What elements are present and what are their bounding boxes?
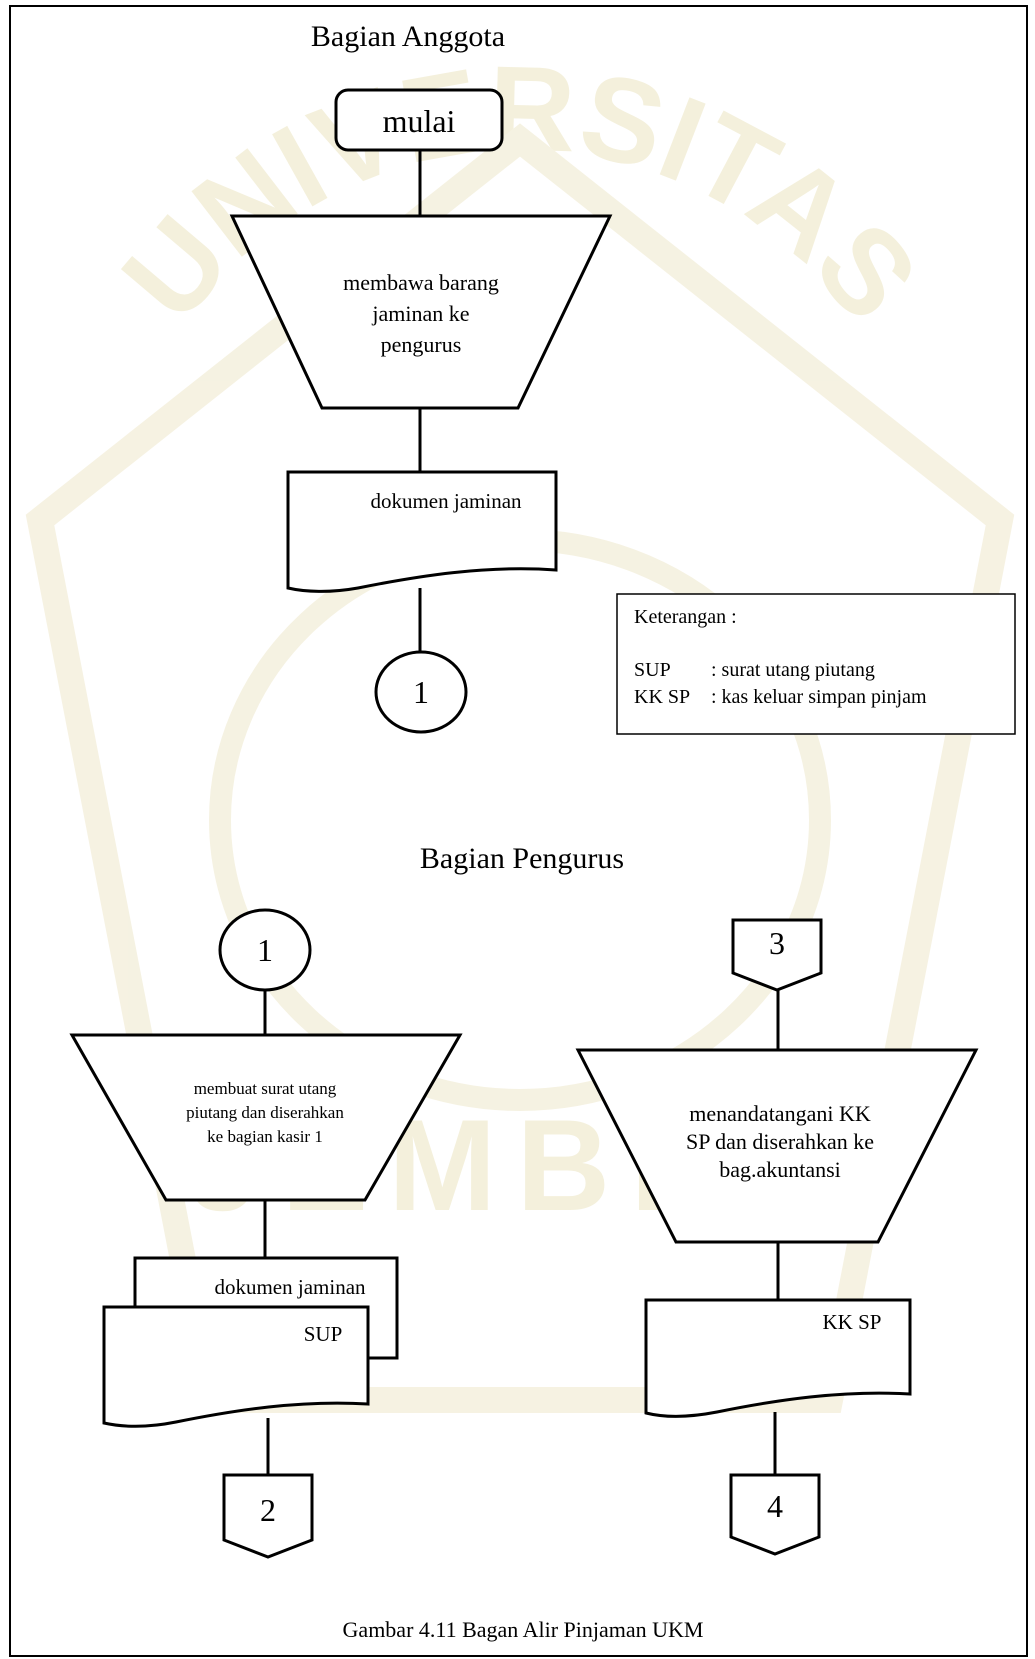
onpage-connector-1-out: 1 bbox=[374, 650, 468, 734]
manual-anggota-line-1: membawa barang bbox=[343, 270, 499, 295]
manual-anggota-line-3: pengurus bbox=[381, 332, 462, 357]
section-title-pengurus: Bagian Pengurus bbox=[420, 842, 624, 875]
document-stack-front-label: SUP bbox=[304, 1322, 343, 1346]
manual-kksp-line-3: bag.akuntansi bbox=[719, 1157, 841, 1182]
legend-box: Keterangan : SUP : surat utang piutang K… bbox=[616, 593, 1016, 735]
offpage-connector-2-label: 2 bbox=[260, 1492, 276, 1528]
offpage-connector-4: 4 bbox=[729, 1473, 821, 1556]
document-stack-jaminan-sup: dokumen jaminan SUP bbox=[102, 1256, 399, 1428]
start-terminator: mulai bbox=[334, 88, 504, 152]
legend-desc-sup: : surat utang piutang bbox=[711, 659, 875, 681]
section-title-anggota: Bagian Anggota bbox=[311, 20, 505, 53]
manual-kksp-line-2: SP dan diserahkan ke bbox=[686, 1129, 874, 1154]
offpage-connector-3: 3 bbox=[731, 918, 823, 992]
legend-abbr-kksp: KK SP bbox=[634, 686, 690, 708]
manual-sup-line-3: ke bagian kasir 1 bbox=[207, 1127, 323, 1146]
page-frame bbox=[9, 5, 1028, 1657]
manual-sup-line-1: membuat surat utang bbox=[194, 1079, 337, 1098]
connector-1-in-label: 1 bbox=[257, 932, 273, 968]
legend-heading: Keterangan : bbox=[634, 606, 737, 628]
legend-abbr-sup: SUP bbox=[634, 659, 671, 681]
manual-operation-anggota: membawa barang jaminan ke pengurus bbox=[229, 214, 613, 410]
manual-anggota-line-2: jaminan ke bbox=[371, 301, 469, 326]
manual-operation-kksp: menandatangani KK SP dan diserahkan ke b… bbox=[575, 1048, 979, 1244]
start-label: mulai bbox=[383, 103, 456, 139]
watermark-pentagon-shape bbox=[25, 123, 1015, 1413]
document-jaminan-label: dokumen jaminan bbox=[370, 489, 522, 513]
document-stack-back-label: dokumen jaminan bbox=[214, 1275, 366, 1299]
manual-operation-sup: membuat surat utang piutang dan diserahk… bbox=[69, 1033, 463, 1202]
onpage-connector-1-in: 1 bbox=[218, 908, 312, 992]
document-kksp-label: KK SP bbox=[823, 1310, 882, 1334]
offpage-connector-4-label: 4 bbox=[767, 1488, 783, 1524]
manual-kksp-line-1: menandatangani KK bbox=[689, 1101, 871, 1126]
offpage-connector-3-label: 3 bbox=[769, 925, 785, 961]
connector-1-out-label: 1 bbox=[413, 674, 429, 710]
document-jaminan-anggota: dokumen jaminan bbox=[286, 470, 558, 593]
legend-desc-kksp: : kas keluar simpan pinjam bbox=[711, 686, 927, 708]
figure-caption: Gambar 4.11 Bagan Alir Pinjaman UKM bbox=[343, 1617, 704, 1642]
offpage-connector-2: 2 bbox=[222, 1473, 314, 1559]
document-kksp: KK SP bbox=[644, 1298, 912, 1418]
manual-sup-line-2: piutang dan diserahkan bbox=[186, 1103, 344, 1122]
